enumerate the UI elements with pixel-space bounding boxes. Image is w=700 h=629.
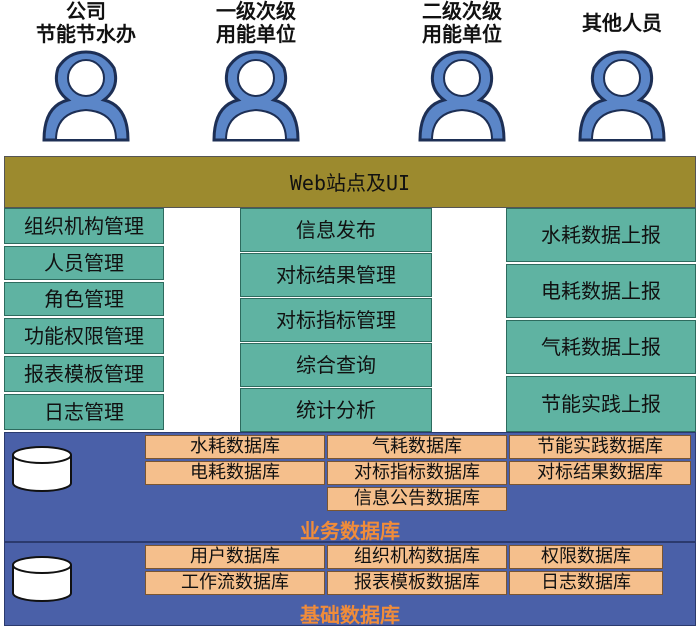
module-role-management: 角色管理 [4, 282, 164, 316]
db-workflow: 工作流数据库 [145, 571, 325, 595]
module-panel-left: 组织机构管理 人员管理 角色管理 功能权限管理 报表模板管理 日志管理 [4, 208, 164, 432]
business-db-title: 业务数据库 [300, 519, 400, 543]
module-benchmark-index-management: 对标指标管理 [240, 298, 432, 342]
db-electricity: 电耗数据库 [145, 461, 325, 485]
person-icon [578, 50, 666, 142]
user-others: 其他人员 [542, 0, 700, 142]
module-info-publish: 信息发布 [240, 208, 432, 252]
business-db-layer: 水耗数据库 气耗数据库 节能实践数据库 电耗数据库 对标指标数据库 对标结果数据… [4, 432, 696, 543]
db-permission: 权限数据库 [509, 545, 663, 569]
user-second-level-unit: 二级次级 用能单位 [382, 0, 542, 142]
db-user: 用户数据库 [145, 545, 325, 569]
database-icon [12, 446, 72, 492]
module-statistics: 统计分析 [240, 388, 432, 432]
db-benchmark-result: 对标结果数据库 [509, 461, 691, 485]
db-gas: 气耗数据库 [327, 435, 507, 459]
db-report-template: 报表模板数据库 [327, 571, 507, 595]
base-db-title: 基础数据库 [300, 603, 400, 627]
module-water-report: 水耗数据上报 [506, 208, 696, 262]
db-organization: 组织机构数据库 [327, 545, 507, 569]
base-db-layer: 用户数据库 组织机构数据库 权限数据库 工作流数据库 报表模板数据库 日志数据库… [4, 542, 696, 627]
module-staff-management: 人员管理 [4, 246, 164, 280]
database-icon [12, 556, 72, 602]
db-water: 水耗数据库 [145, 435, 325, 459]
module-electricity-report: 电耗数据上报 [506, 264, 696, 318]
module-gas-report: 气耗数据上报 [506, 320, 696, 374]
db-info-notice: 信息公告数据库 [327, 487, 507, 511]
module-panel-middle: 信息发布 对标结果管理 对标指标管理 综合查询 统计分析 [240, 208, 432, 432]
module-energy-practice-report: 节能实践上报 [506, 376, 696, 432]
db-log: 日志数据库 [509, 571, 663, 595]
module-log-management: 日志管理 [4, 394, 164, 430]
person-icon [418, 50, 506, 142]
person-icon [212, 50, 300, 142]
web-layer-title: Web站点及UI [289, 171, 411, 195]
user-label: 公司 节能节水办 [36, 0, 136, 46]
user-company-office: 公司 节能节水办 [6, 0, 166, 142]
db-benchmark-index: 对标指标数据库 [327, 461, 507, 485]
module-report-template-management: 报表模板管理 [4, 356, 164, 392]
module-general-query: 综合查询 [240, 343, 432, 387]
person-icon [42, 50, 130, 142]
module-org-management: 组织机构管理 [4, 208, 164, 244]
module-panel-right: 水耗数据上报 电耗数据上报 气耗数据上报 节能实践上报 [506, 208, 696, 432]
web-layer: Web站点及UI [4, 156, 696, 208]
user-label: 其他人员 [582, 11, 662, 35]
module-benchmark-result-management: 对标结果管理 [240, 253, 432, 297]
db-energy-practice: 节能实践数据库 [509, 435, 691, 459]
user-label: 二级次级 用能单位 [422, 0, 502, 46]
user-label: 一级次级 用能单位 [216, 0, 296, 46]
user-first-level-unit: 一级次级 用能单位 [176, 0, 336, 142]
module-permission-management: 功能权限管理 [4, 318, 164, 354]
